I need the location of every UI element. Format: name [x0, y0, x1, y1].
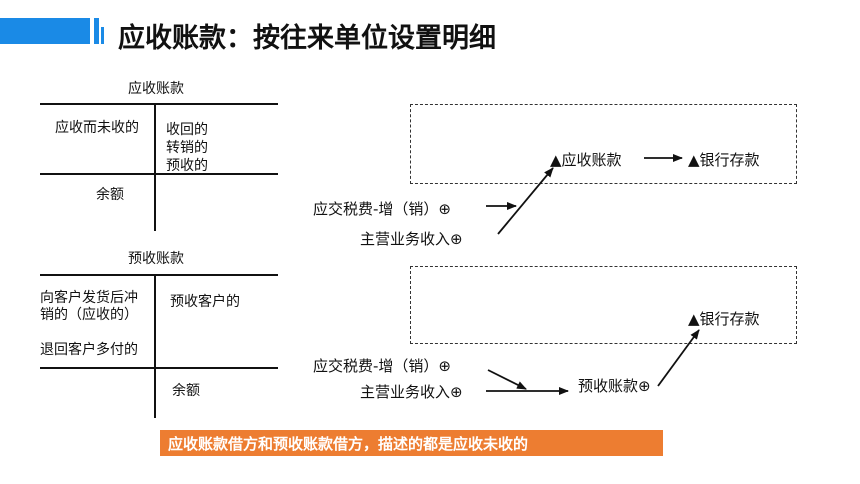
flow-top-dashed-box	[410, 104, 797, 184]
flow-top-source-tax: 应交税费-增（销）⊕	[313, 200, 451, 218]
page-title: 应收账款：按往来单位设置明细	[118, 23, 496, 54]
t-account-advance-debit-1: 向客户发货后冲	[40, 290, 138, 306]
t-account-advance-debit-2: 销的（应收的）	[40, 307, 138, 323]
t-account-receivable-balance-line	[40, 173, 278, 175]
header-accent-stripe	[94, 18, 99, 44]
t-account-advance-divider	[154, 274, 156, 418]
arrow-tax-to-advance	[487, 369, 527, 390]
t-account-advance-balance-line	[40, 367, 278, 369]
t-account-advance-credit: 预收客户的	[170, 294, 240, 310]
t-account-advance-balance: 余额	[172, 383, 200, 399]
arrow-advance-to-bank	[657, 329, 700, 387]
header-accent-bar	[0, 18, 90, 44]
summary-banner: 应收账款借方和预收账款借方，描述的都是应收未收的	[160, 430, 663, 456]
flow-bottom-source-revenue: 主营业务收入⊕	[360, 383, 463, 401]
t-account-receivable-credit-2: 转销的	[166, 140, 208, 156]
t-account-receivable-credit-3: 预收的	[166, 158, 208, 174]
header-accent-stripe-short	[101, 27, 104, 44]
t-account-receivable-top-line	[40, 103, 278, 105]
t-account-receivable-balance: 余额	[96, 187, 124, 203]
t-account-advance-name: 预收账款	[128, 251, 184, 267]
t-account-receivable-debit: 应收而未收的	[55, 120, 139, 136]
summary-banner-text: 应收账款借方和预收账款借方，描述的都是应收未收的	[168, 435, 529, 453]
flow-bottom-node-advance: 预收账款⊕	[578, 377, 651, 395]
flow-bottom-dashed-box	[410, 266, 797, 344]
t-account-receivable-name: 应收账款	[128, 81, 184, 97]
t-account-receivable-divider	[154, 103, 156, 231]
arrow-revenue-to-receivable	[497, 167, 554, 235]
t-account-advance-debit-3: 退回客户多付的	[40, 342, 138, 358]
t-account-receivable-credit-1: 收回的	[166, 122, 208, 138]
flow-top-node-receivable: ▲应收账款	[550, 151, 622, 169]
flow-bottom-node-bank: ▲银行存款	[688, 310, 760, 328]
flow-bottom-source-tax: 应交税费-增（销）⊕	[313, 357, 451, 375]
t-account-advance-top-line	[40, 274, 278, 276]
flow-top-node-bank: ▲银行存款	[688, 151, 760, 169]
flow-top-source-revenue: 主营业务收入⊕	[360, 230, 463, 248]
